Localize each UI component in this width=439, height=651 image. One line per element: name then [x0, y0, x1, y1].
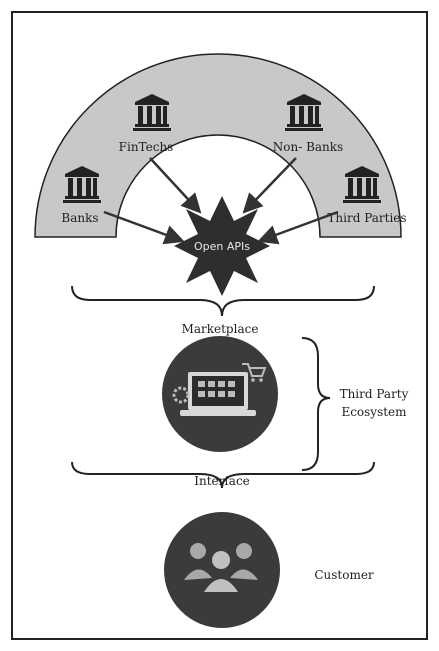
customer-label: Customer [314, 568, 374, 582]
open-apis-hub [174, 196, 270, 296]
node-label-third-parties: Third Parties [327, 211, 406, 225]
interface-label: Interface [194, 474, 250, 488]
ecosystem-label-line2: Ecosystem [341, 405, 407, 419]
marketplace-label: Marketplace [182, 322, 259, 336]
hub-label: Open APIs [194, 240, 250, 253]
arrow-banks [103, 210, 185, 245]
node-label-non-banks: Non- Banks [273, 140, 343, 154]
arrow-third-parties [257, 210, 339, 245]
node-label-fintechs: FinTechs [119, 140, 174, 154]
people-icon [184, 543, 258, 592]
interface-brace [71, 461, 375, 489]
marketplace-brace [71, 285, 375, 317]
ecosystem-label-line1: Third Party [340, 387, 409, 401]
ecosystem-brace [301, 337, 331, 471]
arrow-non-banks [242, 157, 297, 214]
arrow-fintechs [149, 157, 202, 214]
page-border [11, 11, 428, 640]
laptop-app-icon [172, 363, 267, 416]
customer-circle [164, 512, 280, 628]
node-label-banks: Banks [61, 211, 98, 225]
